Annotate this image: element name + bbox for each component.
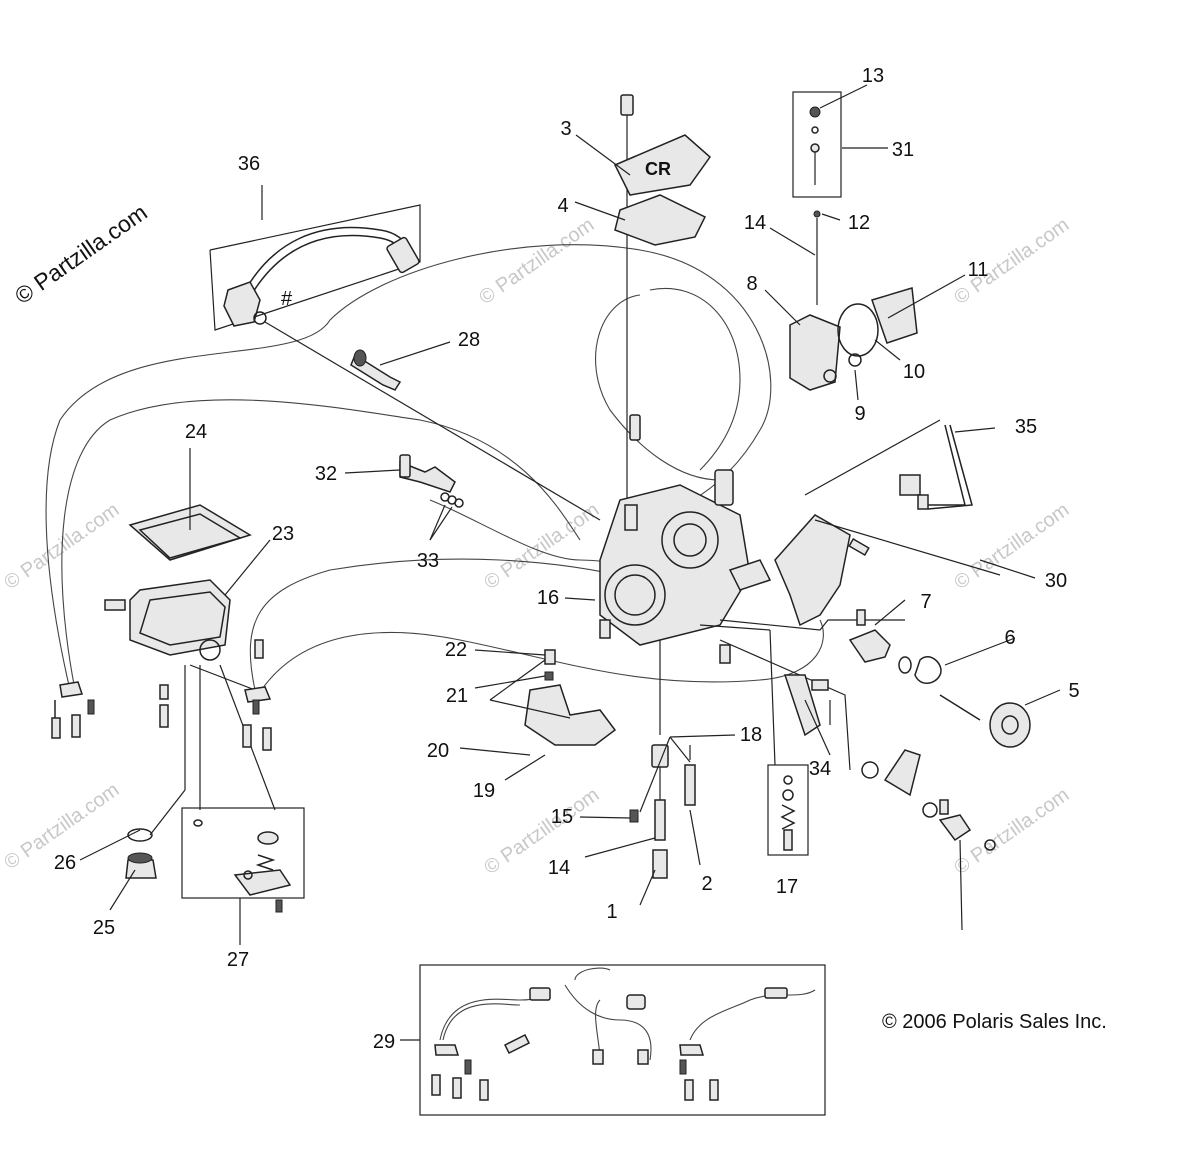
callout-11: 11: [968, 259, 989, 281]
callout-17: 17: [776, 876, 798, 898]
svg-text:CR: CR: [645, 159, 671, 179]
part-3-cover: CR: [613, 94, 712, 520]
part-31-box: [792, 91, 842, 198]
lower-right-linkage: [719, 639, 996, 931]
part-25-26: [125, 789, 186, 879]
part-35-cable: [804, 419, 973, 510]
callout-9: 9: [854, 403, 865, 425]
callout-labels: 1 2 3 4 5 6 7 8 9 10 11 12 13 14 14 15 1…: [54, 65, 1080, 1053]
part-28-screw: [350, 349, 402, 391]
float-group: [489, 649, 617, 746]
callout-23: 23: [272, 523, 294, 545]
callout-31: 31: [892, 139, 914, 161]
part-34-tube: [783, 674, 831, 737]
callout-19: 19: [473, 780, 495, 802]
callout-13: 13: [862, 65, 884, 87]
callout-35: 35: [1015, 416, 1037, 438]
callout-24: 24: [185, 421, 207, 443]
callout-32: 32: [315, 463, 337, 485]
carburetor-body: [599, 414, 772, 680]
part-30-cover: [774, 514, 1001, 627]
callout-12: 12: [848, 212, 870, 234]
callout-22: 22: [445, 639, 467, 661]
callout-18: 18: [740, 724, 762, 746]
callout-20: 20: [427, 740, 449, 762]
watermark-text: © Partzilla.com: [480, 784, 603, 879]
part-32-fitting: [399, 454, 464, 508]
callout-7: 7: [920, 591, 931, 613]
callout-2: 2: [701, 873, 712, 895]
callout-28: 28: [458, 329, 480, 351]
part-24-gasket: [128, 504, 252, 561]
callout-8: 8: [746, 273, 757, 295]
callout-34: 34: [809, 758, 831, 780]
watermark-text: © Partzilla.com: [475, 214, 598, 309]
hash-mark: #: [281, 288, 293, 310]
callout-4: 4: [557, 195, 568, 217]
part-27-box: [181, 807, 305, 913]
callout-27: 27: [227, 949, 249, 971]
callout-25: 25: [93, 917, 115, 939]
part-36-harness: #: [209, 204, 601, 521]
callout-16: 16: [537, 587, 559, 609]
callout-14-bottom: 14: [548, 857, 570, 879]
watermark-text: © Partzilla.com: [480, 499, 603, 594]
callout-10: 10: [903, 361, 925, 383]
part-8-housing: [789, 210, 918, 391]
callout-3: 3: [560, 118, 571, 140]
part-23-float-bowl: [104, 579, 276, 811]
part-17-column: [699, 624, 809, 856]
callout-14-top: 14: [744, 212, 766, 234]
callout-15: 15: [551, 806, 573, 828]
callout-36: 36: [238, 153, 260, 175]
callout-21: 21: [446, 685, 468, 707]
callout-5: 5: [1068, 680, 1079, 702]
leader-lines: [79, 84, 1061, 1041]
callout-6: 6: [1004, 627, 1015, 649]
part-29-hose-kit: [419, 964, 826, 1116]
callout-26: 26: [54, 852, 76, 874]
part-7-6-5: [719, 609, 1031, 748]
brand-watermark: © Partzilla.com: [10, 199, 152, 309]
lower-jets: [629, 680, 696, 879]
part-4-gasket: [614, 194, 707, 246]
hose-lines: [45, 244, 824, 701]
left-drain-hoses: [51, 681, 272, 751]
callout-1: 1: [606, 901, 617, 923]
copyright-notice: © 2006 Polaris Sales Inc.: [882, 1011, 1107, 1033]
callout-33: 33: [417, 550, 439, 572]
callout-30: 30: [1045, 570, 1067, 592]
callout-29: 29: [373, 1031, 395, 1053]
